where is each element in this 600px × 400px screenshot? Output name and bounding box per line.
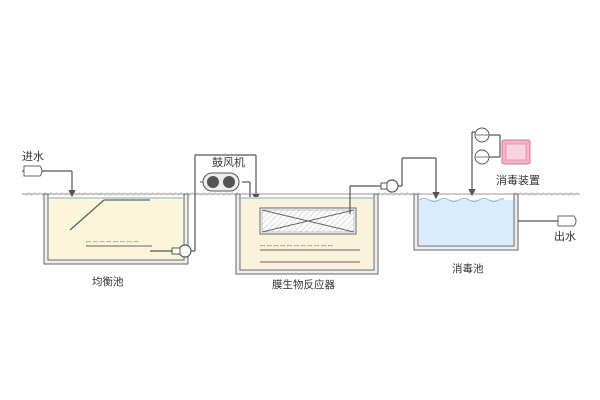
disinfection-device [501, 139, 531, 165]
mbr-tank: ꟷ ꟷ ꟷ ꟷ ꟷ ꟷ ꟷ ꟷ ꟷ ꟷ ꟷ [235, 193, 379, 275]
outlet-pipe-icon [518, 215, 577, 227]
membrane-module-icon [259, 207, 357, 235]
pump-icon [150, 244, 192, 258]
equalization-tank-label: 均衡池 [92, 275, 124, 288]
aerator-icon: ꟷ ꟷ ꟷ ꟷ ꟷ ꟷ ꟷ ꟷ [86, 239, 152, 247]
gauge-icon [474, 127, 490, 165]
pump-icon [380, 179, 399, 193]
disinfection-tank [413, 193, 519, 251]
disinfection-tank-label: 消毒池 [452, 262, 484, 275]
outlet-label: 出水 [554, 229, 576, 243]
svg-text:ꟷ ꟷ ꟷ ꟷ ꟷ ꟷ ꟷ ꟷ: ꟷ ꟷ ꟷ ꟷ ꟷ ꟷ ꟷ ꟷ [86, 239, 139, 246]
inlet-pipe-icon [22, 165, 76, 198]
inlet-label: 进水 [22, 150, 44, 163]
svg-text:ꟷ ꟷ ꟷ ꟷ ꟷ ꟷ ꟷ ꟷ ꟷ ꟷ ꟷ: ꟷ ꟷ ꟷ ꟷ ꟷ ꟷ ꟷ ꟷ ꟷ ꟷ ꟷ [260, 243, 333, 250]
ground-line [22, 192, 580, 196]
disinfection-device-label: 消毒装置 [496, 173, 540, 187]
disinfection-water [419, 200, 513, 245]
blower-label: 鼓风机 [212, 155, 245, 169]
equalization-tank: ꟷ ꟷ ꟷ ꟷ ꟷ ꟷ ꟷ ꟷ [43, 193, 189, 265]
blower-icon [200, 172, 240, 192]
aerator-icon: ꟷ ꟷ ꟷ ꟷ ꟷ ꟷ ꟷ ꟷ ꟷ ꟷ ꟷ [260, 243, 360, 263]
mbr-label: 膜生物反应器 [272, 278, 335, 291]
equalization-water [49, 197, 183, 259]
